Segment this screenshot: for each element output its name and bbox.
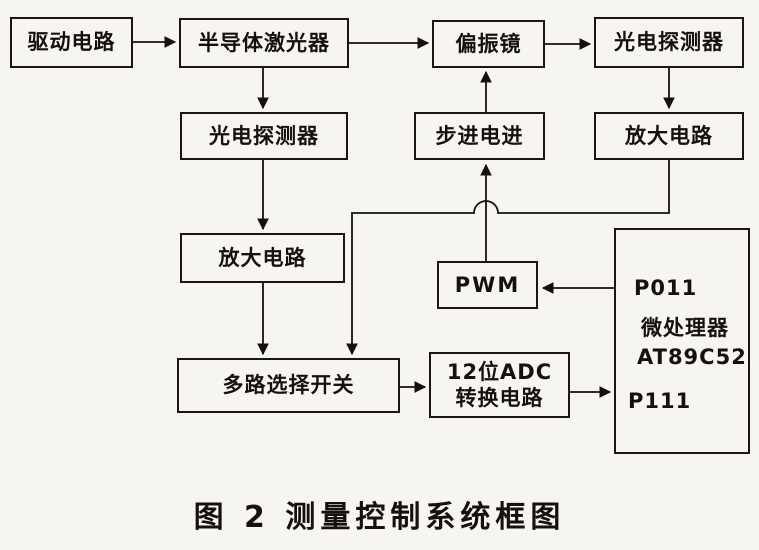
block-amplifier-right: 放大电路 xyxy=(594,112,744,160)
block-adc: 12位ADC 转换电路 xyxy=(429,352,570,418)
adc-label-line1: 12位ADC xyxy=(446,359,553,384)
mcu-port-p111: P111 xyxy=(628,389,692,413)
block-pwm: PWM xyxy=(437,261,538,309)
block-drive-circuit: 驱动电路 xyxy=(10,17,133,68)
figure-caption: 图 2 测量控制系统框图 xyxy=(193,500,566,535)
mcu-port-p011: P011 xyxy=(634,276,698,300)
block-semiconductor-laser: 半导体激光器 xyxy=(179,18,349,68)
block-amplifier-left: 放大电路 xyxy=(180,233,345,283)
arrow-amplifier-right-to-multiplexer-with-hop xyxy=(346,160,670,356)
mcu-title-line2: AT89C52 xyxy=(637,345,747,369)
block-photodetector-left: 光电探测器 xyxy=(180,112,348,160)
block-microcontroller: P011 微处理器 AT89C52 P111 xyxy=(614,228,750,454)
block-stepper-motor: 步进电进 xyxy=(414,112,545,160)
block-multiplexer: 多路选择开关 xyxy=(177,358,400,413)
mcu-title-line1: 微处理器 xyxy=(641,316,729,340)
block-photodetector-top: 光电探测器 xyxy=(594,17,744,68)
block-polarizer: 偏振镜 xyxy=(432,20,545,68)
adc-label-line2: 转换电路 xyxy=(455,386,544,410)
